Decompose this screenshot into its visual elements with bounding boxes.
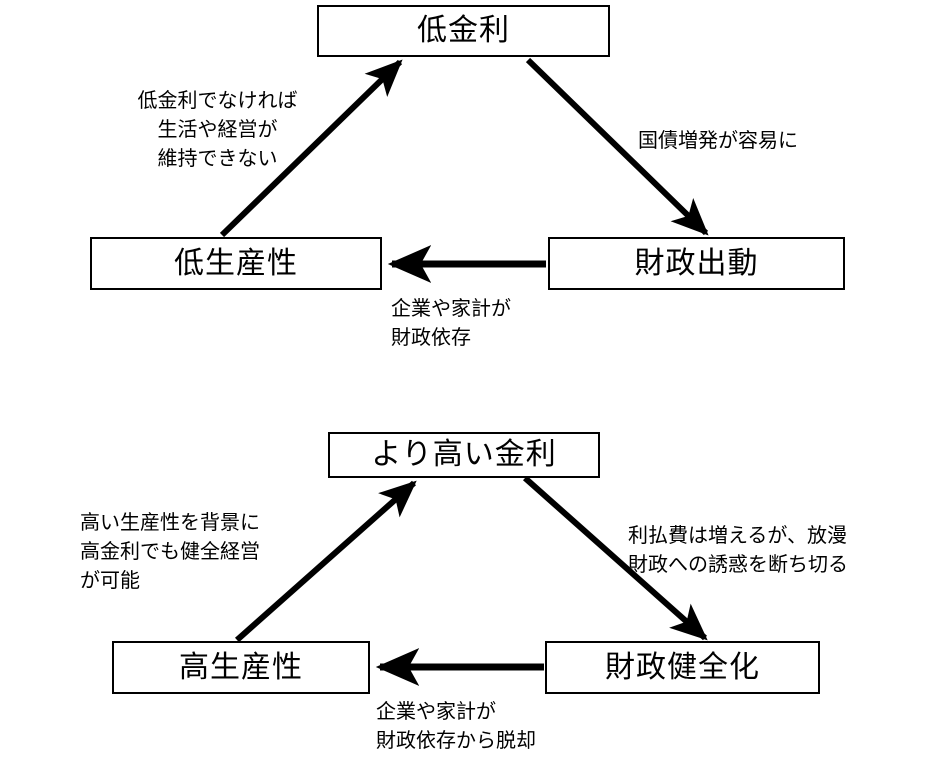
edge-label-low-rate-to-fiscal-stimulus: 国債増発が容易に xyxy=(638,128,798,152)
node-high-productivity-label: 高生産性 xyxy=(179,649,303,685)
node-high-productivity[interactable]: 高生産性 xyxy=(112,641,370,694)
arrow-low-rate-to-fiscal-stimulus xyxy=(525,57,709,236)
node-low-interest-rate[interactable]: 低金利 xyxy=(317,5,610,57)
node-fiscal-stimulus-label: 財政出動 xyxy=(634,245,759,281)
edge-label-higher-rate-to-fiscal-consolidation: 利払費は増えるが、放漫 財政への誘惑を断ち切る xyxy=(628,523,848,576)
node-low-productivity-label: 低生産性 xyxy=(174,245,298,281)
arrow-high-productivity-to-higher-rate xyxy=(235,480,417,643)
node-fiscal-stimulus[interactable]: 財政出動 xyxy=(548,237,845,290)
arrow-low-productivity-to-low-rate xyxy=(219,59,403,238)
node-higher-interest-rate-label: より高い金利 xyxy=(371,437,557,472)
edge-label-high-productivity-to-higher-rate: 高い生産性を背景に 高金利でも健全経営 が可能 xyxy=(80,510,260,592)
node-fiscal-consolidation-label: 財政健全化 xyxy=(605,649,760,685)
node-fiscal-consolidation[interactable]: 財政健全化 xyxy=(545,641,820,694)
edge-label-low-productivity-to-low-rate: 低金利でなければ 生活や経営が 維持できない xyxy=(137,88,298,170)
node-low-interest-rate-label: 低金利 xyxy=(417,13,510,48)
edge-label-fiscal-stimulus-to-low-productivity: 企業や家計が 財政依存 xyxy=(391,296,511,349)
arrow-higher-rate-to-fiscal-consolidation xyxy=(523,475,708,641)
node-low-productivity[interactable]: 低生産性 xyxy=(90,237,382,290)
edge-label-fiscal-consolidation-to-high-productivity: 企業や家計が 財政依存から脱却 xyxy=(376,699,536,752)
node-higher-interest-rate[interactable]: より高い金利 xyxy=(328,432,600,478)
